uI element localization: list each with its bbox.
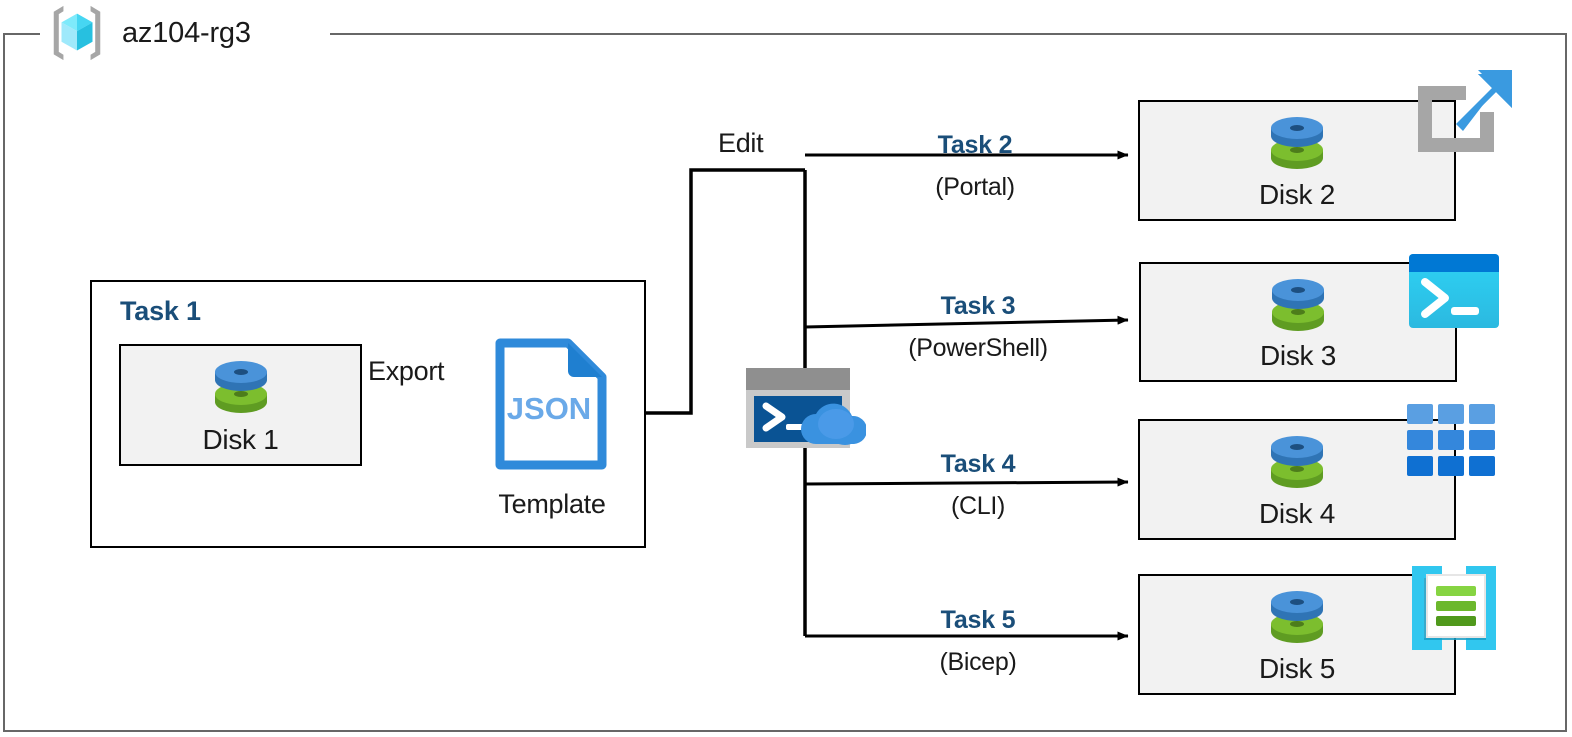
task5-method-label: (Bicep)	[939, 648, 1017, 676]
task2-method-label: (Portal)	[935, 173, 1015, 201]
json-file-icon[interactable]: JSON	[492, 337, 610, 476]
disk2-box[interactable]: Disk 2	[1138, 100, 1456, 221]
azure-cli-icon-svg	[1407, 404, 1495, 476]
disk-icon	[1264, 114, 1330, 181]
template-label: Template	[498, 489, 606, 519]
cloud-shell-icon-svg	[746, 368, 868, 448]
task1-label: Task 1	[120, 296, 201, 326]
resource-group-icon	[46, 2, 108, 64]
azure-portal-icon[interactable]	[1408, 64, 1516, 169]
task3-label: Task 3	[940, 292, 1016, 320]
disk1-box[interactable]: Disk 1	[119, 344, 362, 466]
bicep-icon[interactable]	[1408, 562, 1500, 659]
disk3-box[interactable]: Disk 3	[1139, 262, 1457, 382]
disk2-label: Disk 2	[1259, 179, 1335, 210]
task2-label: Task 2	[937, 131, 1013, 159]
disk4-box[interactable]: Disk 4	[1138, 419, 1456, 540]
disk-icon-svg	[1271, 436, 1323, 488]
disk-icon-svg	[1271, 591, 1323, 643]
json-file-icon-svg: JSON	[495, 338, 607, 470]
resource-group-icon-svg	[53, 5, 101, 61]
disk-icon	[208, 358, 274, 425]
azure-cli-icon[interactable]	[1405, 402, 1497, 483]
task4-method-label: (CLI)	[950, 492, 1006, 520]
bicep-icon-svg	[1412, 566, 1496, 650]
json-file-type-text: JSON	[507, 391, 591, 426]
cloud-shell-icon[interactable]	[744, 366, 868, 455]
disk-icon	[1265, 276, 1331, 343]
disk5-label: Disk 5	[1259, 653, 1335, 684]
resource-group-header: az104-rg3	[46, 0, 251, 66]
task4-label: Task 4	[940, 450, 1016, 478]
disk1-label: Disk 1	[202, 424, 279, 455]
disk-icon-svg	[214, 361, 267, 413]
powershell-icon[interactable]	[1407, 252, 1501, 335]
azure-portal-icon-svg	[1418, 70, 1512, 152]
powershell-icon-svg	[1409, 254, 1499, 328]
resource-group-container	[3, 33, 1567, 732]
task3-method-label: (PowerShell)	[908, 334, 1048, 362]
disk-icon	[1264, 588, 1330, 655]
edit-label: Edit	[718, 128, 764, 158]
export-label: Export	[368, 356, 445, 386]
disk4-label: Disk 4	[1259, 498, 1335, 529]
task5-label: Task 5	[940, 606, 1016, 634]
resource-group-name: az104-rg3	[122, 16, 251, 49]
disk-icon-svg	[1271, 117, 1323, 169]
disk-icon-svg	[1272, 279, 1324, 331]
disk3-label: Disk 3	[1260, 340, 1336, 371]
disk-icon	[1264, 433, 1330, 500]
